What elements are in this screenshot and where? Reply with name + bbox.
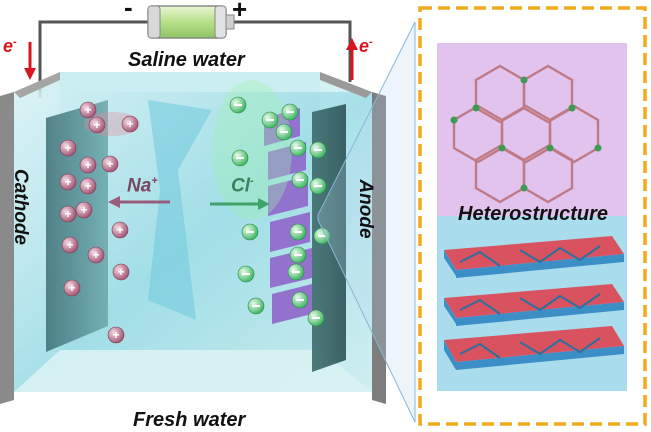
mof-panel <box>437 43 627 216</box>
layered-sheet-1 <box>444 236 624 278</box>
anion-glow <box>212 80 292 220</box>
electron-label-left: e- <box>3 36 17 56</box>
water-surface <box>14 72 372 92</box>
battery-negative-terminal-label: - <box>124 0 133 22</box>
tank-right-wall <box>372 92 386 404</box>
inset-frame <box>418 6 647 426</box>
layered-sheet-2 <box>444 284 624 326</box>
tank-bottom <box>14 350 372 392</box>
anode-label: Anode <box>355 179 376 239</box>
battery-icon <box>147 5 235 39</box>
layered-sheet-3 <box>444 326 624 370</box>
fresh-water-label: Fresh water <box>133 409 246 431</box>
electron-arrow-left <box>24 42 36 80</box>
heterostructure-label: Heterostructure <box>458 203 609 225</box>
mof-metal-nodes <box>450 76 602 192</box>
na-migration-arrow <box>108 196 170 208</box>
battery-positive-terminal-label: + <box>232 0 248 24</box>
separator-membrane <box>148 100 212 320</box>
zoom-projection <box>317 21 416 423</box>
saline-water-label: Saline water <box>128 49 245 71</box>
sodium-ion-label: Na+ <box>127 175 158 197</box>
electron-arrow-right <box>346 38 358 80</box>
tank-left-wall <box>0 92 14 404</box>
cathode-label: Cathode <box>10 169 31 245</box>
cathode-electrode <box>46 100 108 352</box>
chloride-ion-label: Cl- <box>231 175 254 197</box>
circuit-wire <box>38 20 352 98</box>
tank-right-edge <box>320 72 372 98</box>
electron-label-right: e- <box>359 36 373 56</box>
tank-left-edge <box>14 72 60 98</box>
cl-migration-arrow <box>210 198 270 210</box>
